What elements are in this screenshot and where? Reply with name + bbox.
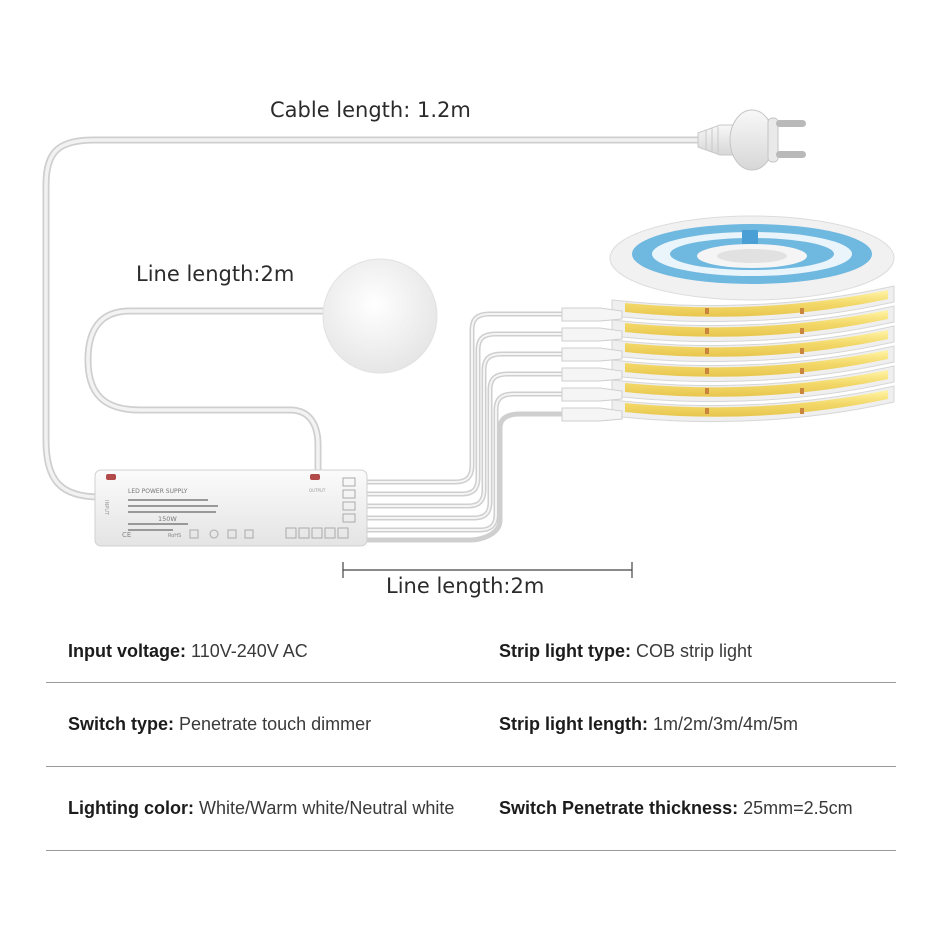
strip-layer <box>611 285 895 323</box>
strip-connector <box>561 387 623 402</box>
strip-layer <box>611 385 895 423</box>
spec-label: Switch type: <box>68 714 175 734</box>
spec-lighting-color: Lighting color: White/Warm white/Neutral… <box>46 798 499 819</box>
spec-label: Strip light type: <box>499 641 631 661</box>
dimension-line <box>342 562 633 578</box>
cable-length-caption: Cable length: 1.2m <box>270 98 471 122</box>
output-cables <box>345 311 565 543</box>
touch-dimmer-disc <box>322 258 438 374</box>
spec-row: Lighting color: White/Warm white/Neutral… <box>46 767 896 851</box>
spec-value: Penetrate touch dimmer <box>179 714 372 734</box>
strip-layer <box>611 365 895 403</box>
strip-connector <box>561 347 623 362</box>
product-illustration: LED POWER SUPPLY 150W CE RoHS INPUT OUTP… <box>42 109 895 578</box>
strip-layer <box>611 345 895 383</box>
spec-row: Switch type: Penetrate touch dimmer Stri… <box>46 683 896 767</box>
eu-plug <box>697 109 806 171</box>
strip-connector <box>561 327 623 342</box>
led-power-supply: LED POWER SUPPLY 150W CE RoHS INPUT OUTP… <box>94 469 368 547</box>
spec-label: Input voltage: <box>68 641 186 661</box>
strip-layer <box>611 305 895 343</box>
power-rating: 150W <box>158 515 177 523</box>
spec-value: 25mm=2.5cm <box>743 798 853 818</box>
spec-switch-thickness: Switch Penetrate thickness: 25mm=2.5cm <box>499 798 896 819</box>
spec-label: Switch Penetrate thickness: <box>499 798 739 818</box>
mark-ce: CE <box>122 531 131 539</box>
spec-value: White/Warm white/Neutral white <box>199 798 455 818</box>
cob-strip-reels <box>561 215 895 423</box>
spec-label: Strip light length: <box>499 714 648 734</box>
dimmer-cable <box>84 307 349 476</box>
strip-layer <box>611 325 895 363</box>
spec-strip-light-type: Strip light type: COB strip light <box>499 641 896 662</box>
spec-value: 1m/2m/3m/4m/5m <box>653 714 799 734</box>
strip-connector <box>561 367 623 382</box>
strip-connector <box>561 407 623 422</box>
spec-input-voltage: Input voltage: 110V-240V AC <box>46 641 499 662</box>
spec-value: 110V-240V AC <box>191 641 308 661</box>
spec-row: Input voltage: 110V-240V AC Strip light … <box>46 622 896 683</box>
power-supply-title: LED POWER SUPPLY <box>128 488 188 495</box>
switch-line-length-caption: Line length:2m <box>136 262 295 286</box>
spec-value: COB strip light <box>636 641 753 661</box>
spec-switch-type: Switch type: Penetrate touch dimmer <box>46 714 499 735</box>
port-label-output: OUTPUT <box>309 488 326 493</box>
spec-label: Lighting color: <box>68 798 194 818</box>
port-label-input: INPUT <box>103 500 109 516</box>
spec-strip-light-length: Strip light length: 1m/2m/3m/4m/5m <box>499 714 896 735</box>
strip-line-length-caption: Line length:2m <box>386 574 545 598</box>
mark-rohs: RoHS <box>168 533 181 539</box>
spec-table: Input voltage: 110V-240V AC Strip light … <box>46 622 896 851</box>
strip-connector <box>561 307 623 322</box>
